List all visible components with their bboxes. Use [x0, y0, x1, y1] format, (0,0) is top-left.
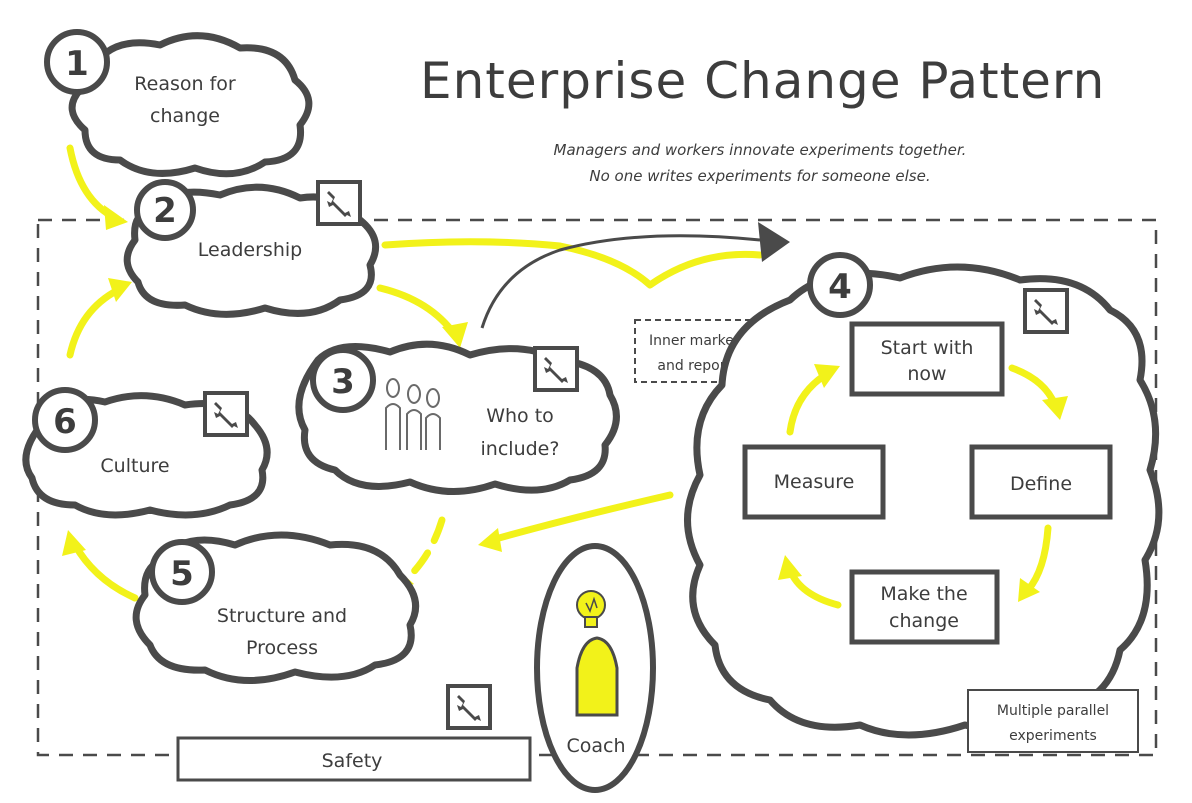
- step-5-circle: [149, 539, 215, 605]
- subtitle-line-1: Managers and workers innovate experiment…: [554, 141, 967, 159]
- make-line-2: change: [889, 610, 959, 632]
- wrench-icon: [203, 391, 249, 437]
- parallel-line-2: experiments: [1009, 728, 1097, 744]
- measure-label: Measure: [774, 471, 855, 493]
- wrench-icon: [316, 180, 362, 226]
- start-line-1: Start with: [881, 337, 974, 359]
- wrench-icon: [446, 684, 492, 730]
- safety-bar: [176, 736, 532, 782]
- start-with-now-box: [849, 321, 1005, 397]
- step-3-circle: [310, 347, 376, 413]
- step-5-label-2: Process: [246, 637, 318, 659]
- coach-figure: [575, 636, 619, 717]
- arrow-3-to-5: [396, 516, 446, 589]
- subtitle-line-2: No one writes experiments for someone el…: [589, 167, 930, 185]
- parallel-experiments-box: [967, 689, 1139, 753]
- people-icon: [385, 378, 441, 450]
- step-3-label-2: include?: [481, 438, 560, 460]
- step-2-number: 2: [153, 191, 177, 231]
- measure-box: [742, 444, 886, 520]
- step-6-label: Culture: [100, 455, 169, 477]
- step-1-label-2: change: [150, 105, 220, 127]
- wrench-icon: [533, 346, 579, 392]
- make-line-1: Make the: [880, 583, 967, 605]
- arrow-inner-marketing: [480, 234, 761, 329]
- step-2-circle: [134, 179, 196, 241]
- cycle-arrow-measure-start: [786, 371, 829, 436]
- cloud-reason-for-change: Reason for change: [68, 32, 313, 178]
- step-6-number: 6: [53, 402, 77, 442]
- make-the-change-box: [849, 569, 1000, 645]
- parallel-line-1: Multiple parallel: [997, 703, 1109, 719]
- wrench-icon: [1023, 288, 1069, 334]
- step-2-label: Leadership: [198, 239, 302, 261]
- arrow-2-to-4: [381, 238, 764, 289]
- coach-label: Coach: [566, 735, 625, 757]
- arrow-5-to-6: [71, 541, 139, 602]
- arrow-6-to-2: [66, 286, 122, 359]
- step-5-number: 5: [170, 554, 194, 594]
- define-label: Define: [1010, 473, 1072, 495]
- lightbulb-icon: [576, 590, 606, 628]
- define-box: [969, 444, 1113, 520]
- start-line-2: now: [907, 363, 946, 385]
- safety-label: Safety: [322, 750, 383, 772]
- arrow-4-to-5: [488, 491, 674, 544]
- step-4-number: 4: [828, 267, 852, 307]
- step-3-number: 3: [331, 362, 355, 402]
- step-1-number: 1: [65, 44, 89, 84]
- step-3-label-1: Who to: [486, 405, 554, 427]
- step-1-label-1: Reason for: [134, 73, 236, 95]
- step-1-circle: [44, 29, 110, 95]
- step-5-label-1: Structure and: [217, 605, 347, 627]
- page-title: Enterprise Change Pattern: [420, 52, 1105, 110]
- step-4-circle: [807, 252, 873, 318]
- step-6-circle: [32, 387, 98, 453]
